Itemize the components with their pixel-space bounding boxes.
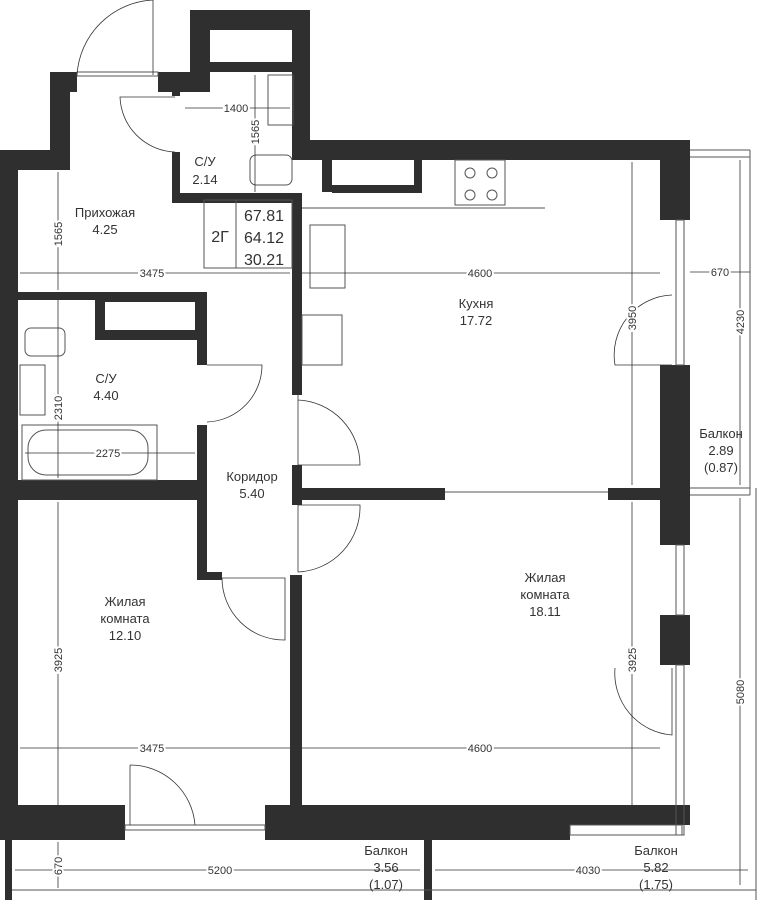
balcony-bottom-right-reduced: (1.75) — [639, 877, 673, 892]
area-2: 64.12 — [244, 230, 284, 247]
hallway-area: 4.25 — [92, 222, 117, 237]
dim-bed-left-height: 3925 — [53, 648, 65, 672]
dim-bath-width: 2275 — [96, 448, 120, 460]
dim-wc-width: 1400 — [224, 103, 248, 115]
corridor-area: 5.40 — [239, 486, 264, 501]
balcony-right-reduced: (0.87) — [704, 460, 738, 475]
bathroom-name: С/У — [95, 371, 117, 386]
wc-small-name: С/У — [194, 154, 216, 169]
bedroom-right-name2: комната — [520, 587, 570, 602]
dimension-lines — [15, 75, 750, 888]
dim-balcony-depth-right: 670 — [711, 267, 729, 279]
dim-bed-left-width: 3475 — [140, 743, 164, 755]
kitchen-name: Кухня — [459, 296, 494, 311]
dim-hall-height: 1565 — [53, 222, 65, 246]
wc-small-area: 2.14 — [192, 172, 217, 187]
doors — [76, 0, 673, 826]
balcony-right-name: Балкон — [699, 426, 743, 441]
apartment-type: 2Г — [211, 229, 229, 246]
dim-balcony-right-lower: 5080 — [735, 680, 747, 704]
room-labels: Прихожая 4.25 С/У 2.14 Кухня 17.72 С/У 4… — [75, 154, 743, 892]
bedroom-left-area: 12.10 — [109, 628, 142, 643]
thin-lines — [12, 71, 757, 900]
bathroom-area: 4.40 — [93, 388, 118, 403]
dim-balcony-bottom-right-len: 4030 — [576, 865, 600, 877]
dimension-labels: 1400 1565 1565 3475 4600 3950 670 4230 2… — [51, 101, 749, 879]
balcony-bottom-left-name: Балкон — [364, 843, 408, 858]
dim-bed-right-height: 3925 — [627, 648, 639, 672]
corridor-name: Коридор — [226, 469, 277, 484]
balcony-bottom-right-name: Балкон — [634, 843, 678, 858]
balcony-right-area: 2.89 — [708, 443, 733, 458]
dim-kitchen-width: 4600 — [468, 268, 492, 280]
kitchen-area: 17.72 — [460, 313, 493, 328]
bedroom-right-area: 18.11 — [529, 604, 561, 619]
dim-balcony-bottom-left-len: 5200 — [208, 865, 232, 877]
dim-wc-height: 1565 — [250, 120, 262, 144]
dim-bed-right-width: 4600 — [468, 743, 492, 755]
dim-hall-width: 3475 — [140, 268, 164, 280]
dim-bath-height: 2310 — [53, 396, 65, 420]
walls — [0, 10, 690, 900]
hallway-name: Прихожая — [75, 205, 135, 220]
apartment-summary: 2Г 67.81 64.12 30.21 — [211, 208, 284, 269]
balcony-bottom-left-reduced: (1.07) — [369, 877, 403, 892]
bedroom-right-name1: Жилая — [524, 570, 565, 585]
total-area: 67.81 — [244, 208, 284, 225]
dim-balcony-len-right: 4230 — [735, 310, 747, 334]
living-area: 30.21 — [244, 252, 284, 269]
bedroom-left-name1: Жилая — [104, 594, 145, 609]
bedroom-left-name2: комната — [100, 611, 150, 626]
balcony-bottom-left-area: 3.56 — [373, 860, 398, 875]
dim-balcony-bottom-depth: 670 — [53, 857, 65, 875]
balcony-bottom-right-area: 5.82 — [643, 860, 668, 875]
dim-kitchen-height: 3950 — [627, 306, 639, 330]
